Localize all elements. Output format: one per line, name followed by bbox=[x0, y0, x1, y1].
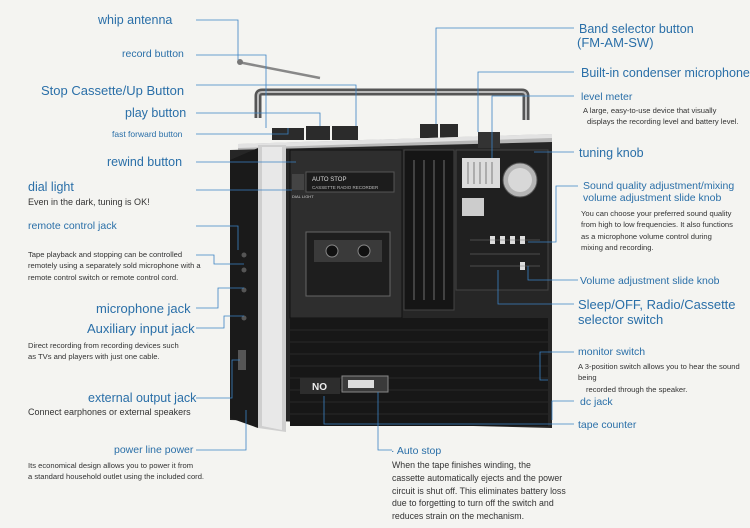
label-dial-light: dial light bbox=[28, 180, 74, 194]
label-level-meter: level meter bbox=[581, 91, 633, 103]
label-dc-jack: dc jack bbox=[580, 396, 613, 408]
speaker-grille bbox=[290, 318, 548, 426]
label-auto-stop: · Auto stop bbox=[391, 445, 442, 457]
label-sound-quality: Sound quality adjustment/mixing volume a… bbox=[583, 180, 735, 205]
top-key-3 bbox=[332, 126, 358, 140]
desc-power-line: Its economical design allows you to powe… bbox=[28, 461, 205, 482]
top-key-2 bbox=[306, 126, 330, 140]
tuning-dial-scale bbox=[403, 149, 455, 311]
auto-stop-plate-text: AUTO STOP bbox=[312, 177, 346, 183]
desc-auto-stop: When the tape finishes winding, the cass… bbox=[392, 460, 566, 521]
condenser-mic-grille bbox=[478, 132, 500, 148]
label-tuning-knob: tuning knob bbox=[579, 146, 644, 160]
desc-dial-light: Even in the dark, tuning is OK! bbox=[28, 197, 150, 207]
label-external-output-jack: external output jack bbox=[88, 391, 197, 405]
desc-aux-input-jack: Direct recording from recording devices … bbox=[28, 341, 179, 362]
plate-sub-text: CASSETTE RADIO RECORDER bbox=[312, 185, 379, 190]
desc-external-output-jack: Connect earphones or external speakers bbox=[28, 407, 191, 417]
label-aux-input-jack: Auxiliary input jack bbox=[87, 321, 195, 336]
label-tape-counter: tape counter bbox=[578, 419, 637, 431]
label-band-selector: Band selector button bbox=[579, 22, 694, 36]
top-key-4 bbox=[420, 124, 438, 138]
label-remote-jack: remote control jack bbox=[28, 220, 117, 232]
desc-monitor-switch: A 3-position switch allows you to hear t… bbox=[578, 362, 740, 394]
label-power-line: power line power bbox=[114, 444, 194, 456]
label-condenser-mic: Built-in condenser microphone bbox=[581, 66, 750, 80]
label-rewind-button: rewind button bbox=[107, 155, 183, 169]
auto-stop-plate bbox=[305, 171, 395, 193]
label-record-button: record button bbox=[122, 48, 184, 60]
desc-remote-jack: Tape playback and stopping can be contro… bbox=[28, 250, 201, 282]
label-monitor-switch: monitor switch bbox=[578, 346, 646, 358]
label-microphone-jack: microphone jack bbox=[96, 301, 191, 316]
label-whip-antenna: whip antenna bbox=[98, 13, 173, 27]
label-sleep-switch: Sleep/OFF, Radio/Cassette selector switc… bbox=[578, 297, 736, 327]
label-play-button: play button bbox=[125, 106, 187, 120]
dial-light-button bbox=[292, 174, 304, 190]
dial-light-tag: DIAL LIGHT bbox=[292, 194, 314, 199]
label-volume-slide: Volume adjustment slide knob bbox=[580, 275, 720, 287]
top-key-5 bbox=[440, 124, 458, 138]
desc-level-meter: A large, easy-to-use device that visuall… bbox=[583, 106, 739, 127]
label-band-selector-sub: (FM-AM-SW) bbox=[577, 35, 654, 50]
label-fast-forward: fast forward button bbox=[112, 129, 183, 139]
desc-sound-quality: You can choose your preferred sound qual… bbox=[581, 209, 733, 253]
model-tag-plate bbox=[300, 378, 340, 394]
label-stop-button: Stop Cassette/Up Button bbox=[41, 83, 185, 98]
whip-antenna-rod bbox=[237, 60, 321, 80]
model-tag: NO bbox=[312, 382, 327, 393]
